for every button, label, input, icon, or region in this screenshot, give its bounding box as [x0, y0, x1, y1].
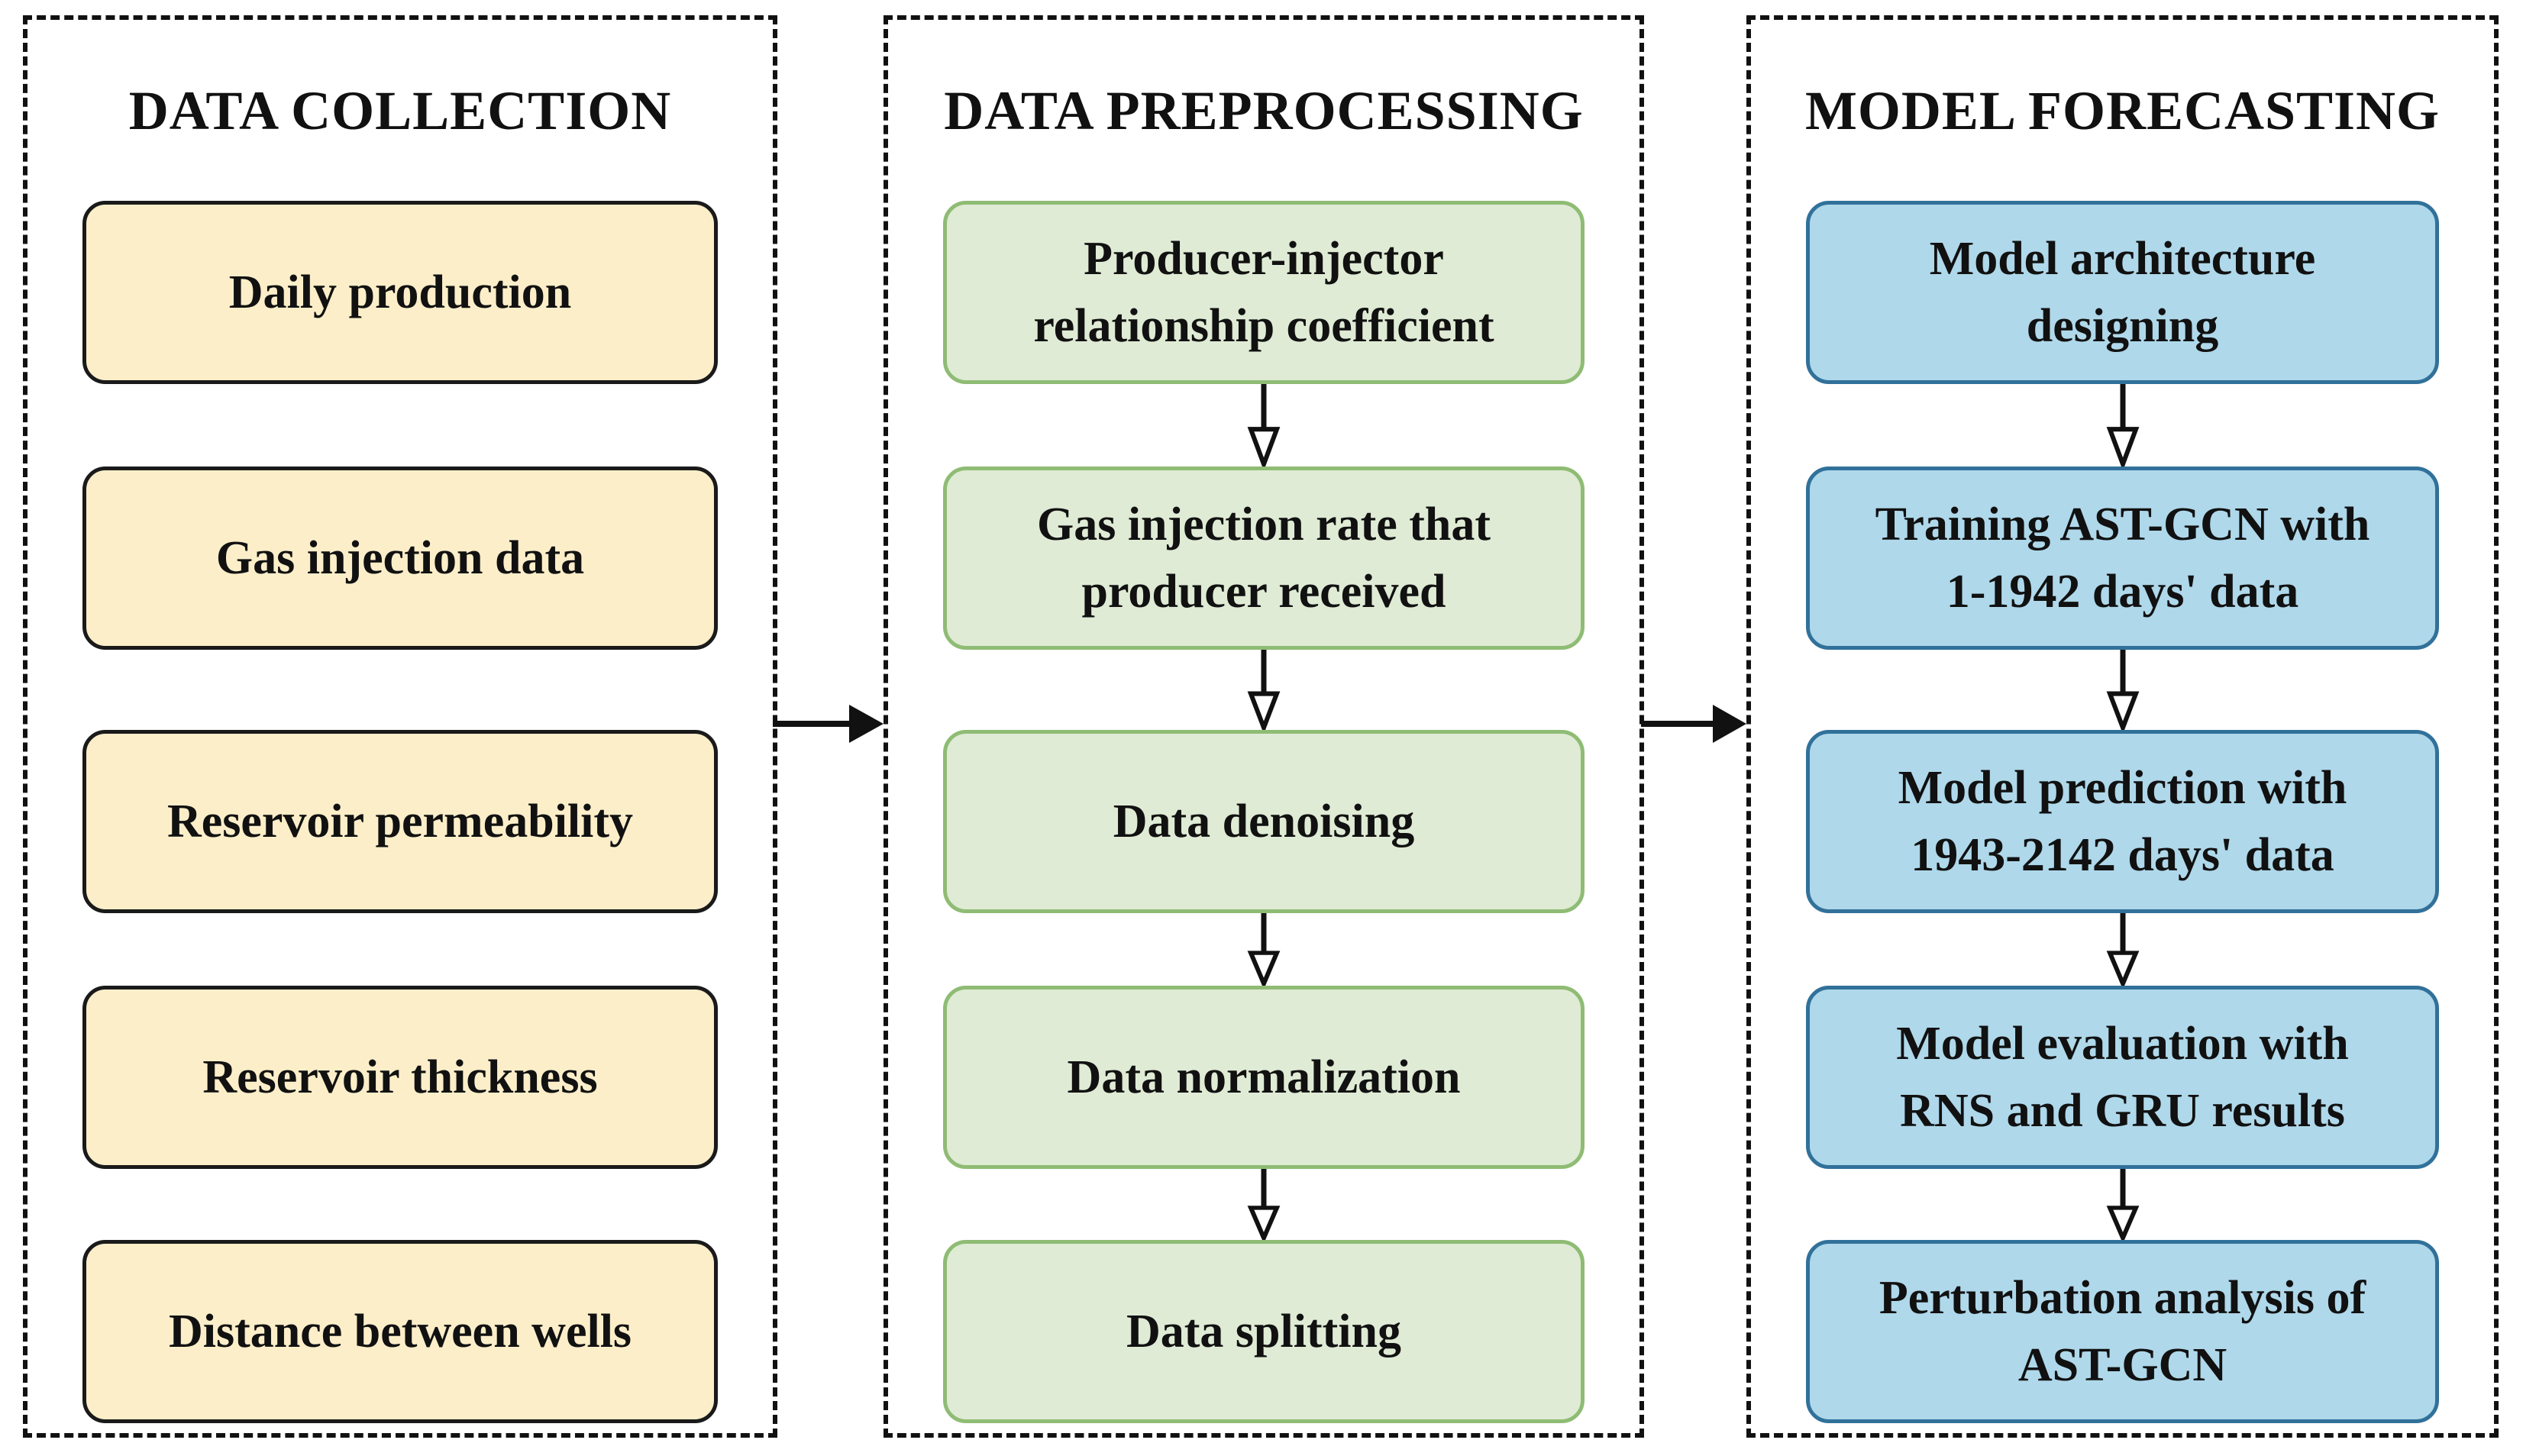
flow-box-reservoir-permeability: Reservoir permeability [82, 730, 718, 913]
flow-box-data-normalization: Data normalization [943, 986, 1585, 1169]
flow-box-model-architecture-designing: Model architecture designing [1806, 201, 2439, 384]
flow-box-model-evaluation: Model evaluation with RNS and GRU result… [1806, 986, 2439, 1169]
flow-box-gas-injection-rate-received: Gas injection rate that producer receive… [943, 467, 1585, 650]
panel-data-preprocessing: DATA PREPROCESSING Producer-injector rel… [884, 15, 1644, 1438]
flow-box-daily-production: Daily production [82, 201, 718, 384]
down-arrow-icon [2105, 1169, 2141, 1240]
down-arrow-icon [2105, 913, 2141, 986]
down-arrow-icon [1245, 913, 1282, 986]
flow-box-perturbation-analysis: Perturbation analysis of AST-GCN [1806, 1240, 2439, 1423]
down-arrow-icon [1245, 384, 1282, 467]
flow-box-gas-injection-data: Gas injection data [82, 467, 718, 650]
column-title: DATA PREPROCESSING [944, 80, 1584, 141]
down-arrow-icon [2105, 650, 2141, 730]
flow-box-data-splitting: Data splitting [943, 1240, 1585, 1423]
flow-box-distance-between-wells: Distance between wells [82, 1240, 718, 1423]
column-title: MODEL FORECASTING [1804, 80, 2441, 141]
panel-model-forecasting: MODEL FORECASTING Model architecture des… [1746, 15, 2499, 1438]
panel-data-collection: DATA COLLECTION Daily production Gas inj… [23, 15, 777, 1438]
column-title: DATA COLLECTION [128, 80, 672, 141]
flow-box-data-denoising: Data denoising [943, 730, 1585, 913]
right-arrow-icon [773, 699, 885, 748]
flow-box-reservoir-thickness: Reservoir thickness [82, 986, 718, 1169]
down-arrow-icon [1245, 1169, 1282, 1240]
flow-box-producer-injector-coefficient: Producer-injector relationship coefficie… [943, 201, 1585, 384]
flow-box-training-ast-gcn: Training AST-GCN with 1-1942 days' data [1806, 467, 2439, 650]
down-arrow-icon [1245, 650, 1282, 730]
right-arrow-icon [1641, 699, 1748, 748]
down-arrow-icon [2105, 384, 2141, 467]
flow-box-model-prediction: Model prediction with 1943-2142 days' da… [1806, 730, 2439, 913]
